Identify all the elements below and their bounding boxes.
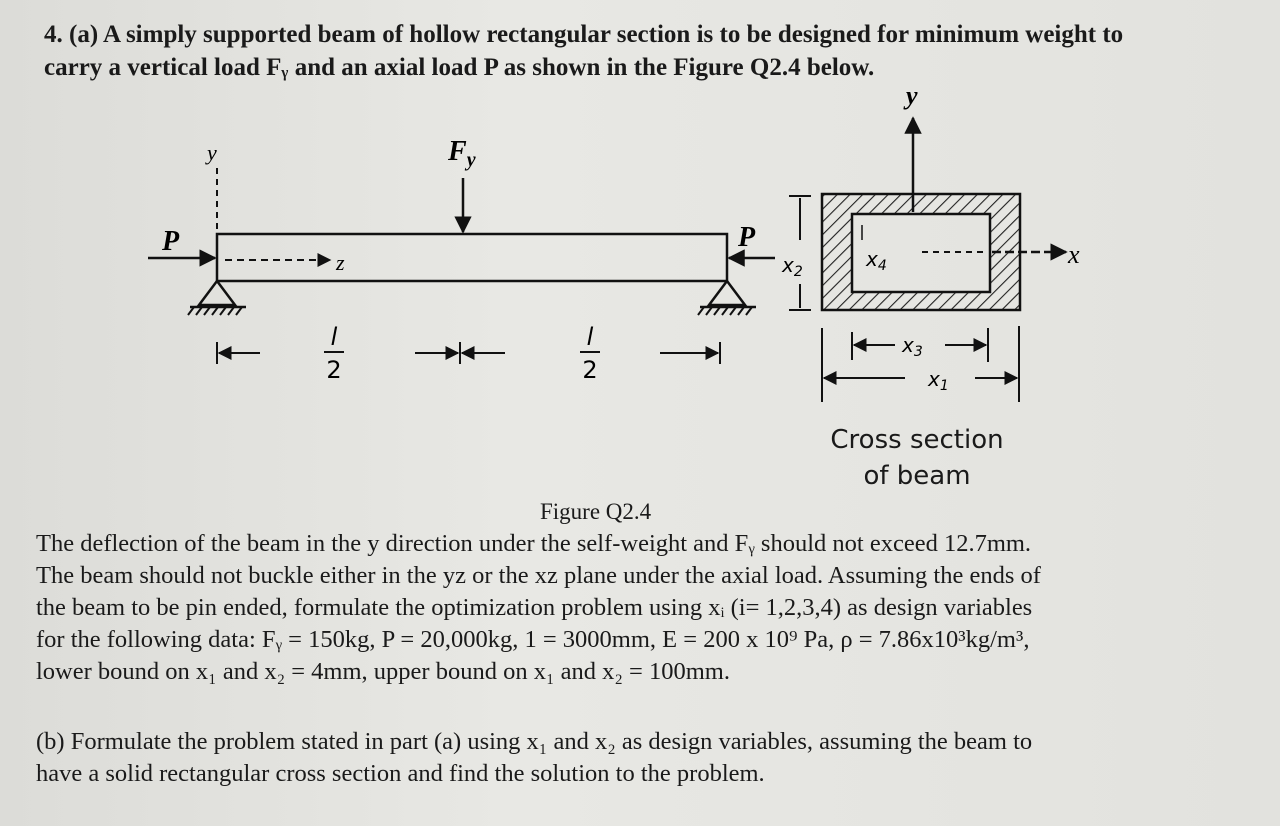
body-line-5: lower bound on x₁ and x₂ = 4mm, upper bo…: [36, 658, 730, 685]
beam-body: [215, 232, 729, 283]
part-b-text: (b) Formulate the problem stated in part…: [36, 726, 1246, 790]
part-b-line-1: (b) Formulate the problem stated in part…: [36, 728, 1033, 755]
axial-label-left: P: [161, 226, 180, 257]
span-dimension: l 2 l 2: [216, 323, 721, 384]
load-label-fy: Fy: [447, 136, 476, 171]
cross-section-caption: Cross section of beam: [812, 422, 1022, 494]
beam-diagram: y z Fy P P: [148, 136, 775, 384]
axial-label-right: P: [737, 222, 756, 253]
pin-support-left: [187, 278, 246, 316]
body-line-2: The beam should not buckle either in the…: [36, 562, 1041, 589]
x1-label: x1: [927, 367, 949, 394]
section-y-label: y: [903, 81, 918, 110]
question-heading: 4. (a) A simply supported beam of hollow…: [44, 18, 1244, 84]
figure-q2-4: y z Fy P P: [148, 81, 1080, 402]
body-line-4: for the following data: Fᵧ = 150kg, P = …: [36, 626, 1030, 653]
x2-label: x2: [781, 253, 803, 280]
pin-support-right: [697, 278, 756, 316]
section-x-label: x: [1067, 240, 1080, 269]
cross-section-diagram: y x x4 x2 x3 x1: [781, 81, 1080, 402]
beam-y-label: y: [205, 140, 217, 165]
span-left-numerator: l: [331, 323, 338, 351]
span-right-denominator: 2: [582, 356, 597, 384]
beam-z-label: z: [335, 250, 345, 275]
span-left-denominator: 2: [326, 356, 341, 384]
x4-label: x4: [865, 247, 887, 274]
part-b-line-2: have a solid rectangular cross section a…: [36, 760, 765, 787]
problem-body: The deflection of the beam in the y dire…: [36, 528, 1246, 688]
x3-label: x3: [901, 333, 923, 360]
figure-caption: Figure Q2.4: [540, 499, 652, 524]
cross-section-caption-line-1: Cross section: [830, 425, 1004, 455]
question-line-1: 4. (a) A simply supported beam of hollow…: [44, 21, 1124, 48]
span-right-numerator: l: [587, 323, 594, 351]
body-line-1: The deflection of the beam in the y dire…: [36, 530, 1032, 557]
question-line-2: carry a vertical load Fᵧ and an axial lo…: [44, 54, 875, 81]
body-line-3: the beam to be pin ended, formulate the …: [36, 594, 1033, 621]
hollow-section: [820, 192, 1022, 312]
cross-section-caption-line-2: of beam: [863, 461, 971, 491]
